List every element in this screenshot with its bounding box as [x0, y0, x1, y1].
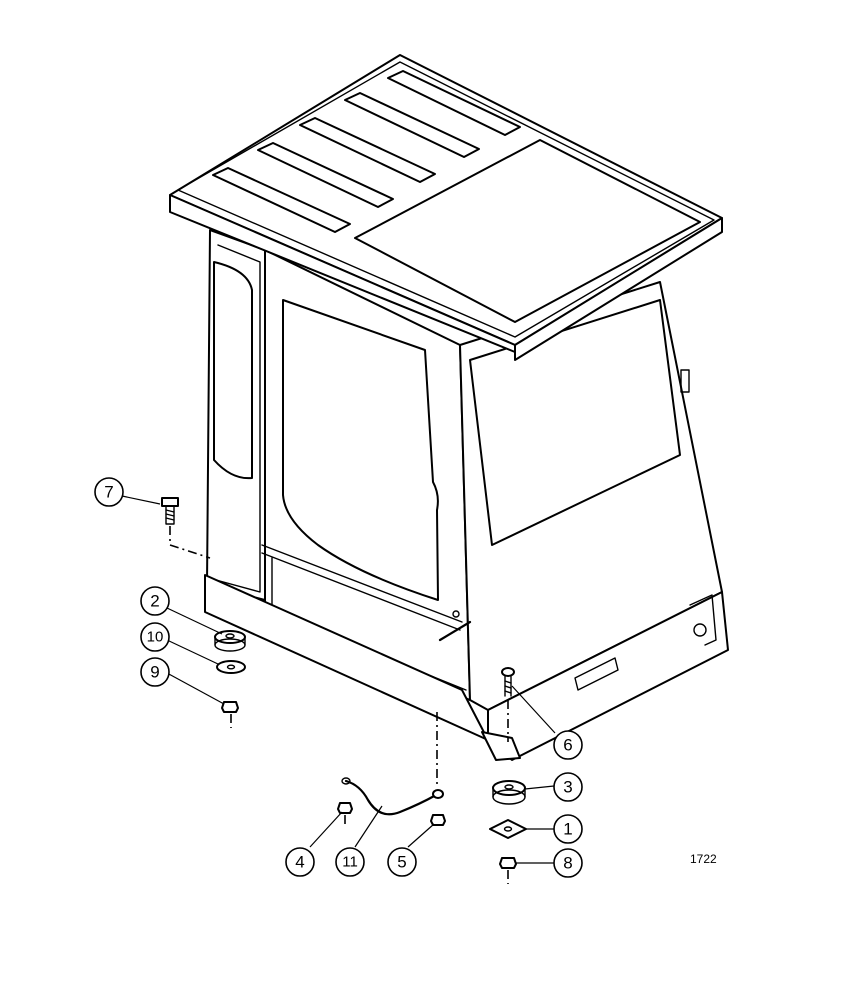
callout-4: 4 — [285, 847, 315, 877]
ground-strap — [341, 777, 444, 816]
side-window — [469, 299, 681, 546]
callout-label: 2 — [150, 592, 159, 611]
callout-2: 2 — [140, 586, 170, 616]
callout-8: 8 — [553, 848, 583, 878]
callout-label: 5 — [397, 853, 406, 872]
door-window — [282, 299, 439, 601]
callout-label: 1 — [563, 820, 572, 839]
nut-strap-left — [337, 802, 353, 826]
callout-label: 11 — [342, 854, 358, 871]
bolt-front — [501, 667, 515, 742]
callout-label: 3 — [563, 778, 572, 797]
bolt-rear — [161, 497, 211, 559]
leader-lines — [121, 495, 556, 864]
rear-side-window — [213, 261, 253, 480]
roof-rib — [299, 117, 436, 183]
roof-rib — [344, 92, 480, 158]
rubber-mount-rear — [214, 630, 246, 652]
nut-strap-right — [430, 814, 446, 826]
roof-rib — [387, 70, 521, 136]
square-plate — [489, 819, 527, 839]
rubber-mount-front — [492, 780, 526, 805]
front-mount-foot — [481, 731, 521, 761]
washer-rear — [216, 660, 246, 674]
callout-1: 1 — [553, 814, 583, 844]
drawing-number: 1722 — [690, 852, 717, 866]
callout-7: 7 — [94, 477, 124, 507]
nut-front — [499, 857, 517, 884]
callout-11: 11 — [335, 847, 365, 877]
callout-9: 9 — [140, 657, 170, 687]
callout-10: 10 — [140, 622, 170, 652]
callout-5: 5 — [387, 847, 417, 877]
callout-label: 4 — [295, 853, 304, 872]
callout-label: 6 — [563, 736, 572, 755]
roof-rib — [257, 142, 394, 208]
nut-rear — [221, 701, 239, 728]
door-handle — [438, 620, 472, 642]
callout-6: 6 — [553, 730, 583, 760]
roof-rib — [212, 167, 351, 233]
cab-body — [204, 229, 729, 761]
callout-label: 8 — [563, 854, 572, 873]
roof-hatch — [354, 139, 701, 323]
callout-label: 9 — [150, 663, 159, 682]
cab-roof — [169, 54, 723, 361]
callout-label: 10 — [147, 629, 164, 646]
callout-3: 3 — [553, 772, 583, 802]
callout-label: 7 — [104, 483, 113, 502]
